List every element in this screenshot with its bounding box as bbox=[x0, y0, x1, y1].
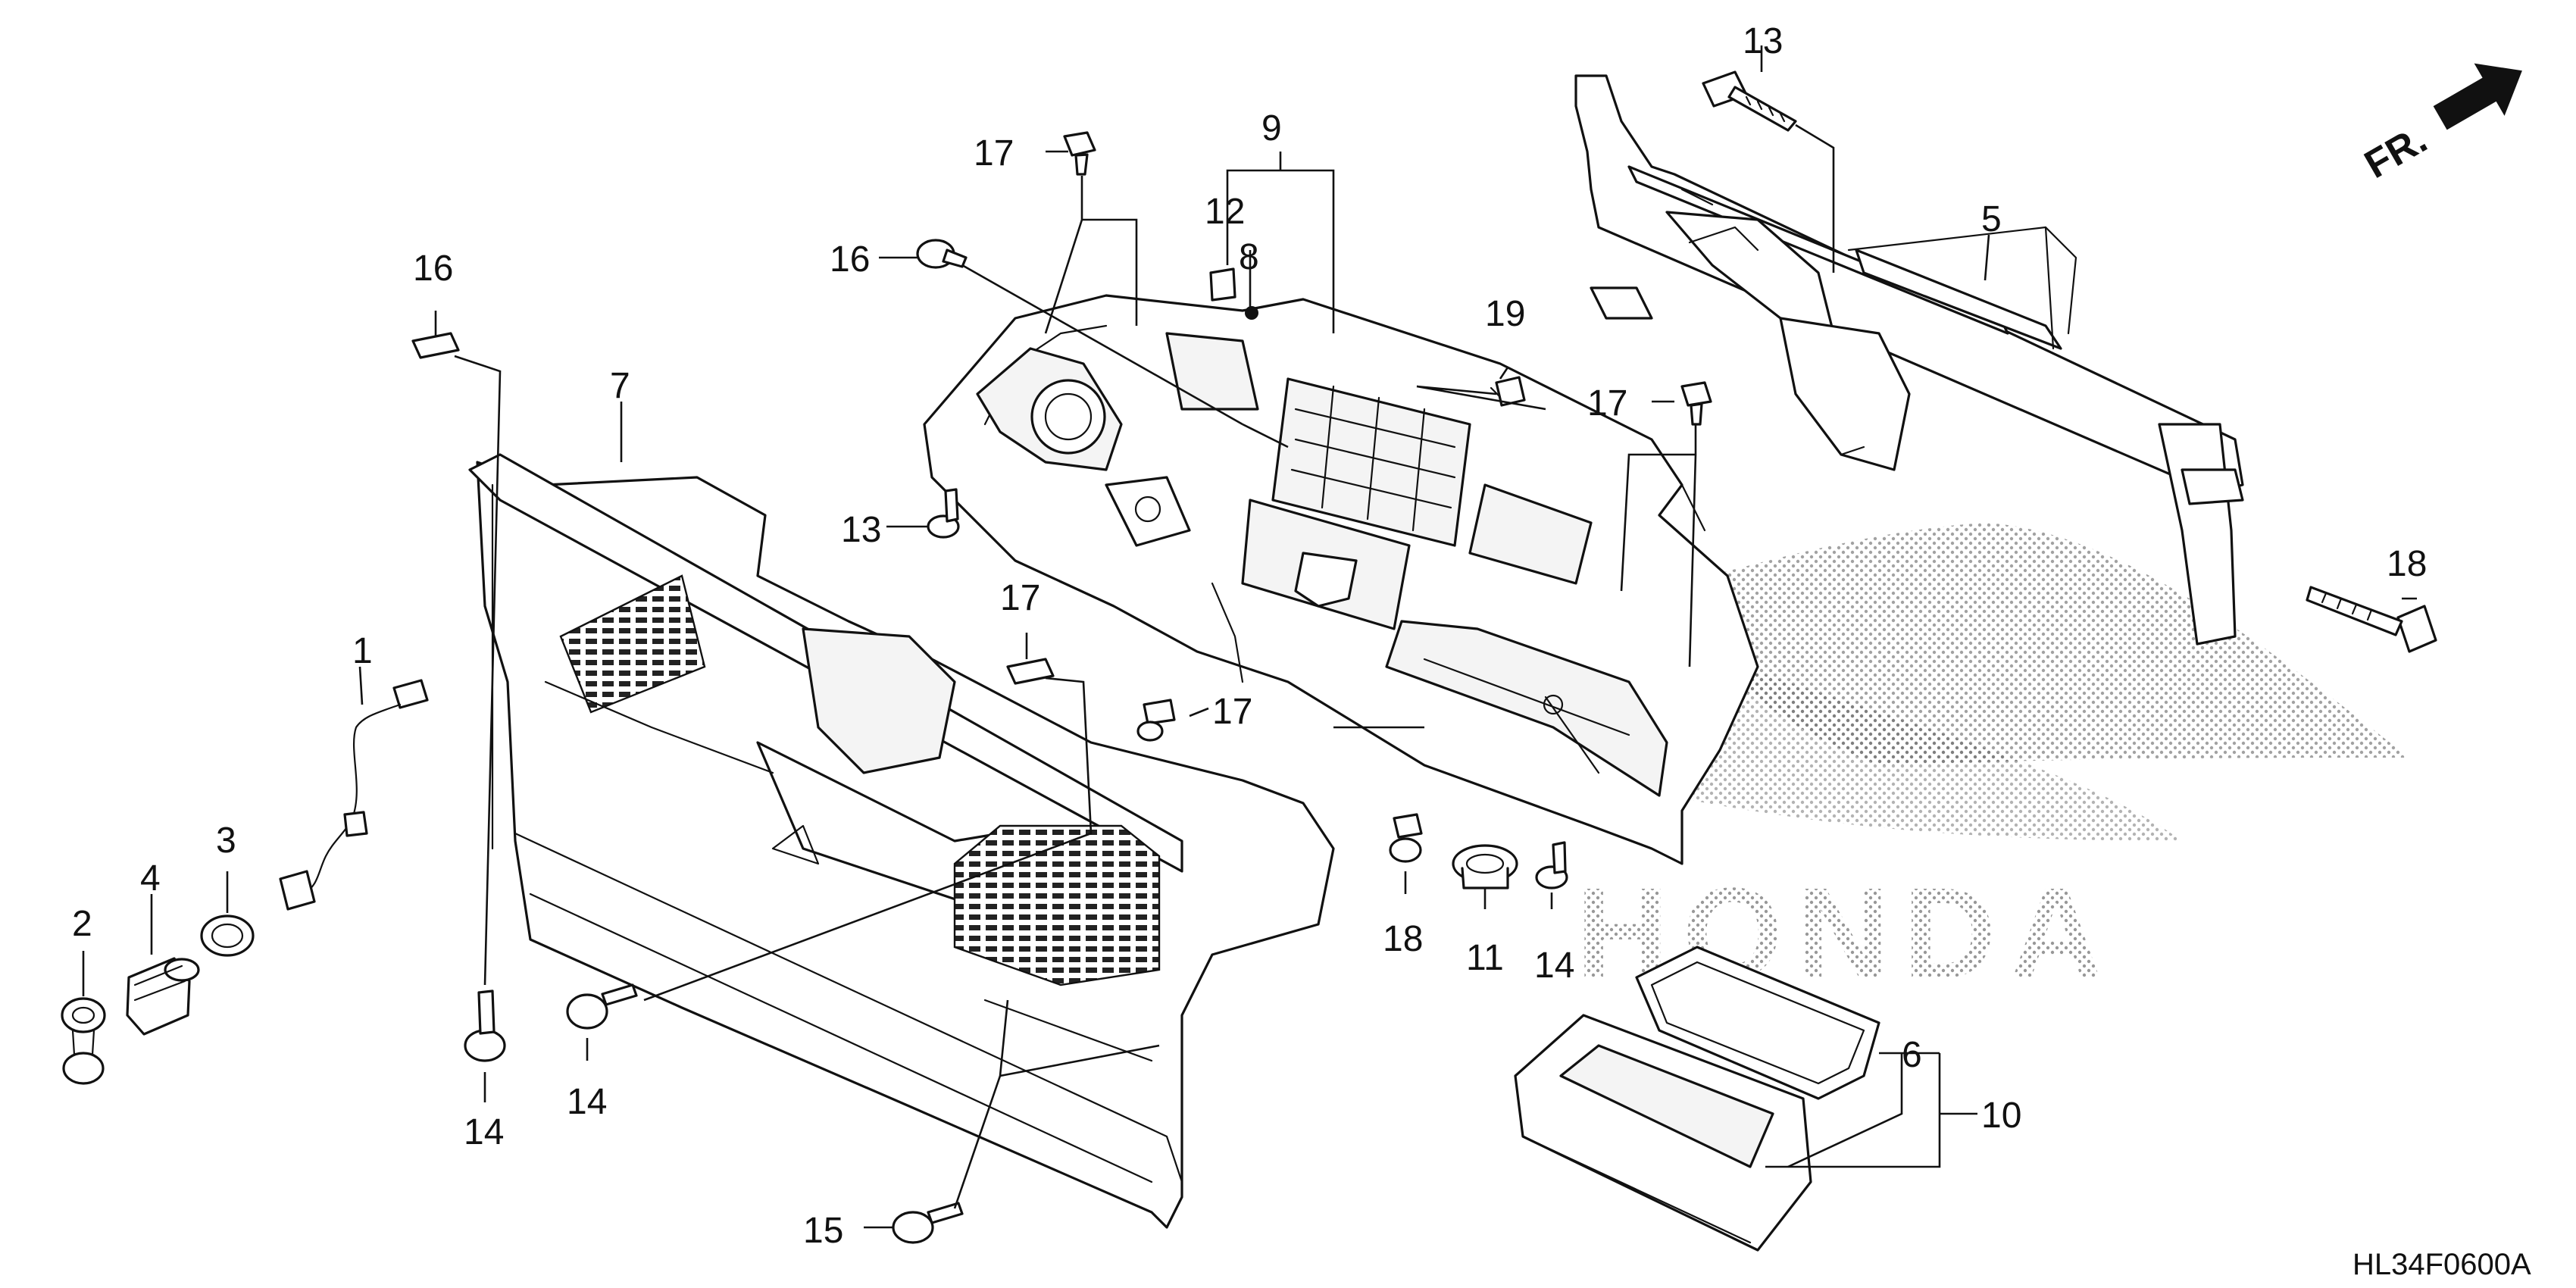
part-6-gasket bbox=[1635, 946, 1880, 1100]
part-19-clip bbox=[1490, 376, 1526, 407]
part-9-dashboard-panel bbox=[923, 294, 1759, 865]
part-5-cross-member bbox=[1574, 74, 2244, 646]
callout-15: 16 bbox=[830, 239, 870, 280]
callout-16-upper: 16 bbox=[413, 249, 453, 289]
callout-8: 8 bbox=[1239, 237, 1259, 277]
callout-labels: 13 5 18 9 12 8 17 16 19 17 13 17 18 11 1… bbox=[72, 21, 2531, 1281]
part-17-clip-right bbox=[1680, 381, 1712, 426]
part-13-screw-lower bbox=[1535, 841, 1568, 889]
callout-14-bottom: 15 bbox=[803, 1211, 843, 1251]
part-16-clip-upper bbox=[411, 332, 460, 359]
callout-6: 6 bbox=[1902, 1035, 1922, 1075]
part-13-screw-upper bbox=[927, 488, 960, 539]
part-7-lower-panel bbox=[468, 453, 1335, 1229]
callout-12: 12 bbox=[1205, 192, 1245, 232]
callout-16-lower: 17 bbox=[1000, 578, 1040, 618]
honda-watermark: HONDA bbox=[1576, 523, 2409, 1005]
part-17-clip-mid bbox=[1136, 699, 1176, 742]
part-4-socket bbox=[126, 957, 200, 1036]
part-14-screw-mid bbox=[566, 983, 638, 1030]
part-11-grommet bbox=[1452, 844, 1518, 889]
callout-17-mid: 17 bbox=[1212, 692, 1252, 732]
part-15-screw bbox=[916, 239, 968, 269]
part-8-nut bbox=[1245, 306, 1258, 320]
part-10-lid bbox=[1514, 1014, 1812, 1252]
callout-17-right: 17 bbox=[1587, 383, 1627, 424]
callout-17-top: 17 bbox=[974, 133, 1014, 174]
callout-3: 3 bbox=[216, 821, 236, 861]
callout-17-lower: 18 bbox=[1383, 919, 1423, 959]
callout-9: 9 bbox=[1261, 108, 1282, 148]
callout-18-upper: 13 bbox=[1743, 21, 1783, 61]
part-12-clip bbox=[1209, 267, 1236, 302]
callout-7: 7 bbox=[610, 366, 630, 406]
front-arrow-icon bbox=[2433, 63, 2522, 130]
front-direction-label: FR. bbox=[2358, 117, 2435, 187]
callout-10: 10 bbox=[1981, 1096, 2021, 1136]
callout-13-lower: 14 bbox=[1534, 946, 1574, 986]
callout-11: 11 bbox=[1466, 938, 1504, 978]
leader-lines bbox=[82, 45, 2417, 1229]
diagram-code: HL34F0600A bbox=[2352, 1248, 2531, 1281]
part-1-wire-harness bbox=[279, 679, 429, 911]
part-14-screw-left bbox=[464, 989, 506, 1062]
callout-18-lower: 18 bbox=[2387, 544, 2427, 584]
callout-2: 2 bbox=[72, 904, 92, 944]
callout-14-left: 14 bbox=[464, 1112, 504, 1152]
part-17-clip-lower bbox=[1389, 813, 1423, 863]
part-18-bolt-lower bbox=[2306, 586, 2437, 653]
front-direction-indicator: FR. bbox=[2358, 63, 2522, 187]
callout-4: 4 bbox=[140, 858, 161, 899]
callout-5: 5 bbox=[1981, 199, 2002, 239]
callout-19: 19 bbox=[1485, 294, 1525, 334]
part-3-ring bbox=[200, 914, 255, 957]
part-14-screw-bottom bbox=[892, 1202, 964, 1244]
part-2-cap bbox=[61, 997, 106, 1085]
part-18-bolt-upper bbox=[1702, 70, 1797, 132]
callout-14-mid: 14 bbox=[567, 1082, 607, 1122]
callout-1: 1 bbox=[352, 631, 373, 671]
callout-13-upper: 13 bbox=[841, 510, 881, 550]
part-17-clip-top bbox=[1063, 131, 1096, 176]
part-16-clip-lower bbox=[1006, 658, 1055, 685]
